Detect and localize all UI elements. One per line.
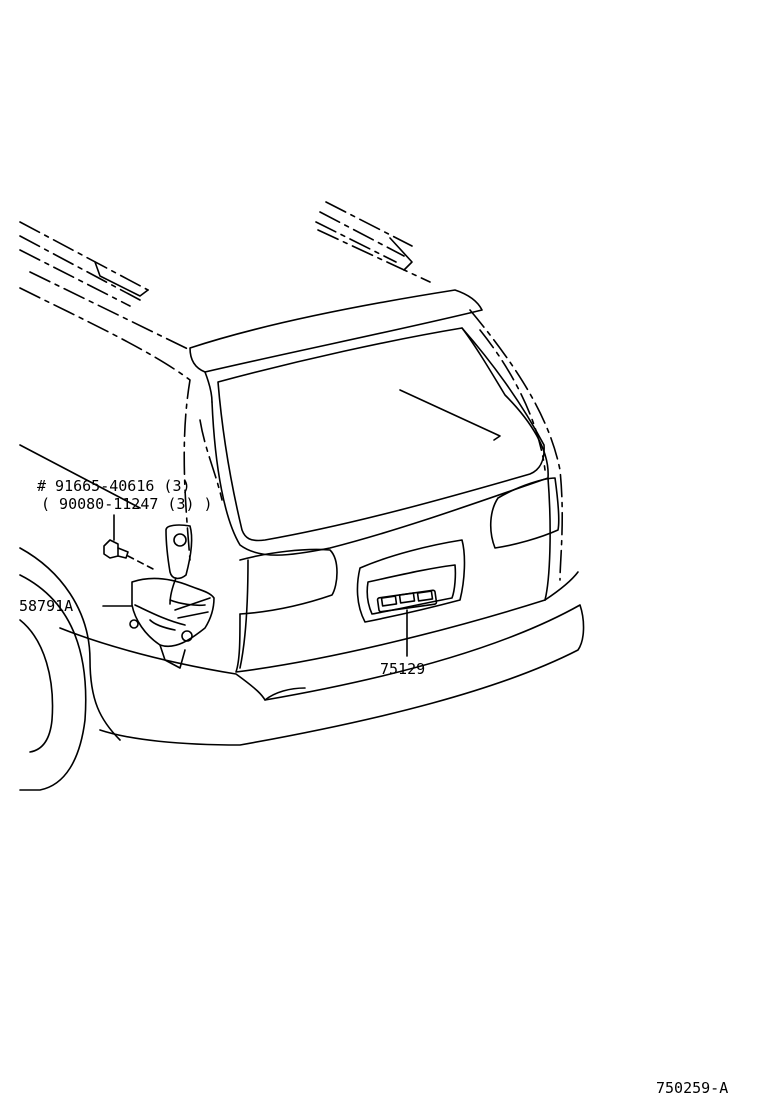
wheel-inner <box>19 619 54 753</box>
diagram-id-label: 750259-A <box>656 1079 729 1097</box>
spoiler-lower-edge <box>204 371 213 403</box>
roof-rail-bracket <box>94 261 149 297</box>
bolt-part <box>103 539 129 559</box>
bumper-top-line <box>544 571 579 601</box>
rear-window <box>217 327 545 542</box>
tailgate-side-line <box>239 559 249 669</box>
bolt-to-bracket-dashed <box>127 555 156 571</box>
quarter-line <box>19 444 141 509</box>
rear-bumper <box>59 604 585 746</box>
bolt-part-number-label: # 91665-40616 (3) <box>37 477 191 495</box>
roof-rail-end <box>389 237 413 271</box>
rear-wiper <box>399 389 501 441</box>
tailgate-right-side <box>544 477 551 601</box>
tail-lamp-right <box>489 477 560 549</box>
roof-rail-left <box>19 221 191 351</box>
wheel-outer <box>19 574 87 791</box>
emblem-part-number-label: 75129 <box>380 660 426 678</box>
bolt-alt-part-number-label: ( 90080-11247 (3) ) <box>41 495 213 513</box>
emblem-part <box>376 589 438 613</box>
bracket-part <box>129 524 215 669</box>
quarter-panel <box>19 547 121 741</box>
tailgate-outline <box>211 327 549 556</box>
tailgate-lower-edge <box>235 599 546 673</box>
rear-spoiler <box>189 289 483 373</box>
license-recess <box>366 564 457 615</box>
license-garnish <box>356 539 466 623</box>
bracket-part-number-label: 58791A <box>19 597 74 615</box>
roof-rail-right <box>315 201 431 283</box>
tail-lamp-left <box>239 548 338 615</box>
bumper-step <box>264 687 306 701</box>
body-side-dashed <box>19 287 564 581</box>
